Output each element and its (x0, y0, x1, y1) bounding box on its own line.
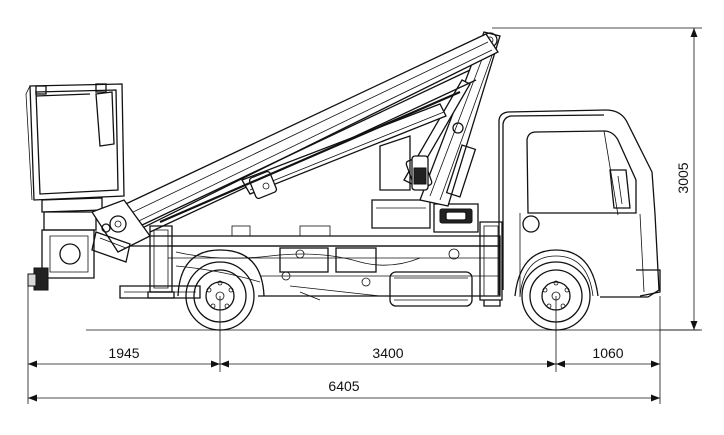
dimension-lines (27, 27, 702, 404)
telescopic-boom (94, 33, 499, 241)
front-outrigger (479, 221, 503, 301)
work-basket (25, 83, 125, 291)
rear-overhang-label: 1060 (592, 345, 623, 361)
turntable (371, 199, 479, 233)
wheelbase-label: 3400 (372, 345, 403, 361)
boom-head (91, 199, 151, 263)
control-box (433, 203, 479, 233)
dimension-labels: 1945 3400 1060 6405 3005 (108, 162, 691, 394)
truck-cab (498, 109, 661, 298)
chassis (119, 221, 503, 307)
rear-step (119, 285, 201, 299)
cab-window (526, 130, 637, 214)
fuel-tank (389, 271, 473, 307)
side-mirror (609, 169, 631, 209)
rear-wheel (177, 249, 265, 331)
front-overhang-label: 1945 (108, 345, 139, 361)
overall-height-label: 3005 (675, 162, 691, 193)
overall-length-label: 6405 (328, 378, 359, 394)
